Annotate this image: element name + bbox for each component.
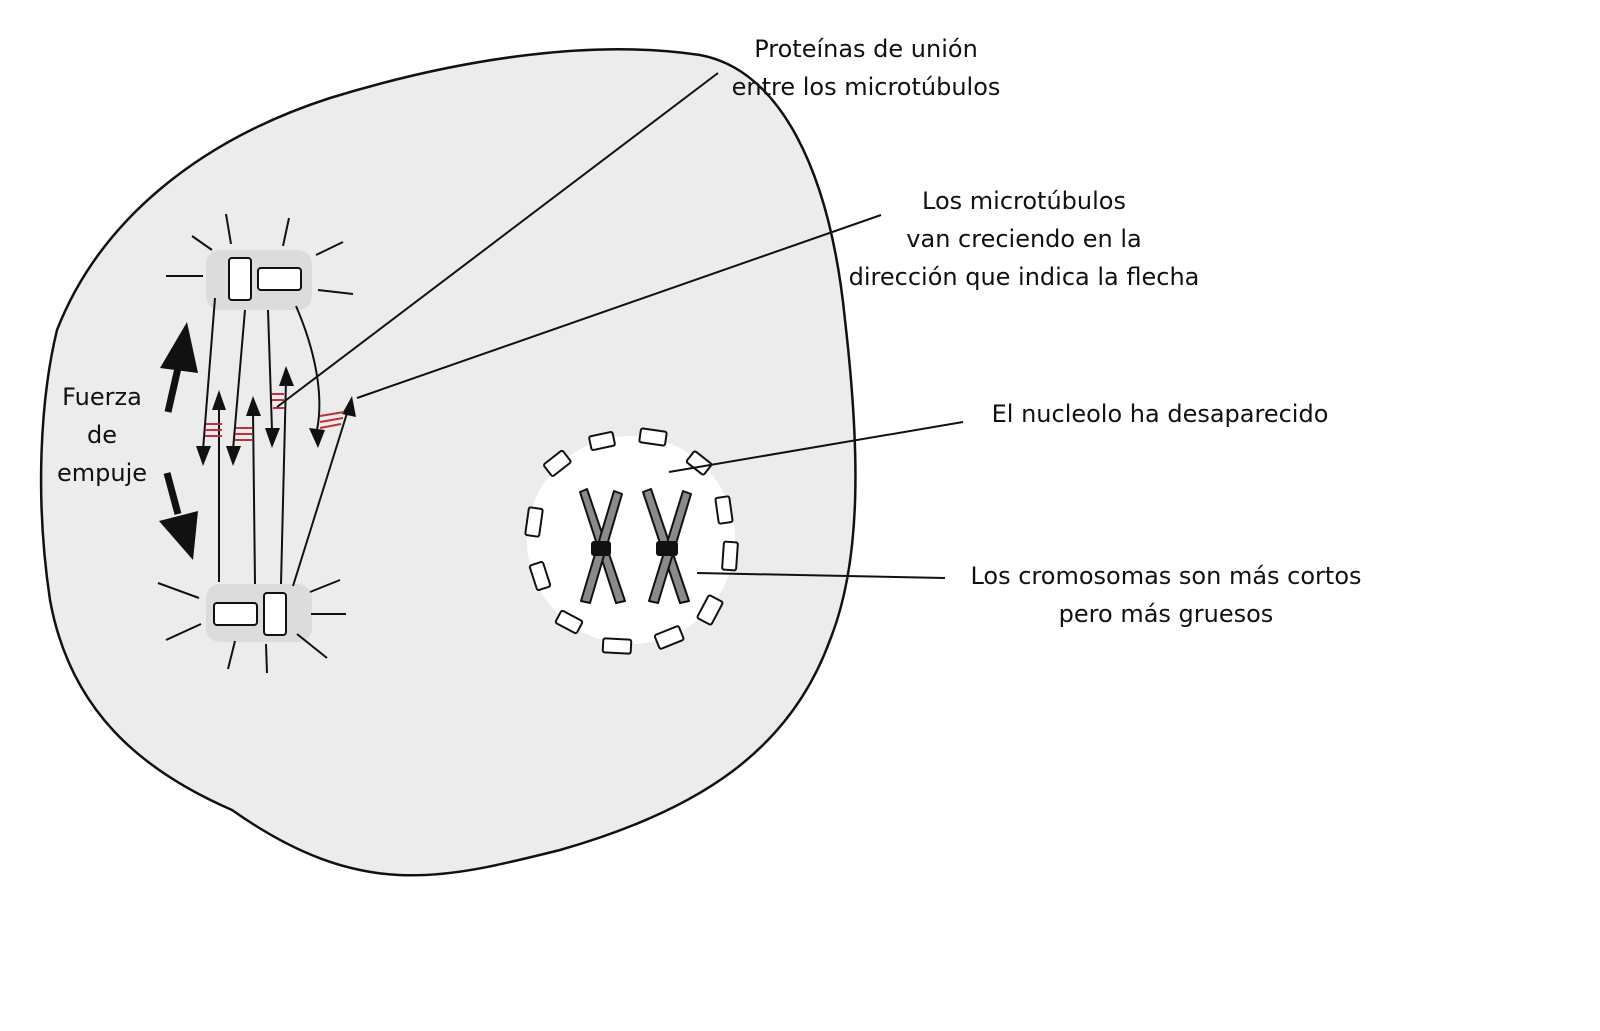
microtubule-arrowheads [196, 366, 356, 466]
centrosome-top [166, 213, 354, 310]
leader-line-chromosomes [696, 572, 946, 579]
linker-proteins [205, 393, 345, 441]
spindle-microtubules [202, 297, 349, 587]
nuclear-envelope-fragments [524, 427, 739, 655]
leader-line-proteins [276, 72, 719, 408]
label-push-force: Fuerza de empuje [56, 383, 148, 487]
leader-line-nucleolus [668, 421, 964, 473]
label-microtubule-growth: Los microtúbulos van creciendo en la dir… [848, 187, 1200, 291]
leader-lines [276, 72, 964, 579]
centrosome-bottom [157, 579, 346, 674]
label-nucleolus: El nucleolo ha desaparecido [991, 400, 1329, 428]
push-force-arrows [159, 322, 198, 560]
chromosome-right [642, 488, 692, 604]
leader-line-growth [356, 214, 882, 399]
chromosome-left [579, 488, 626, 604]
label-chromosomes: Los cromosomas son más cortos pero más g… [970, 562, 1362, 628]
cell-membrane [39, 48, 857, 877]
label-linker-proteins: Proteínas de unión entre los microtúbulo… [731, 35, 1001, 101]
